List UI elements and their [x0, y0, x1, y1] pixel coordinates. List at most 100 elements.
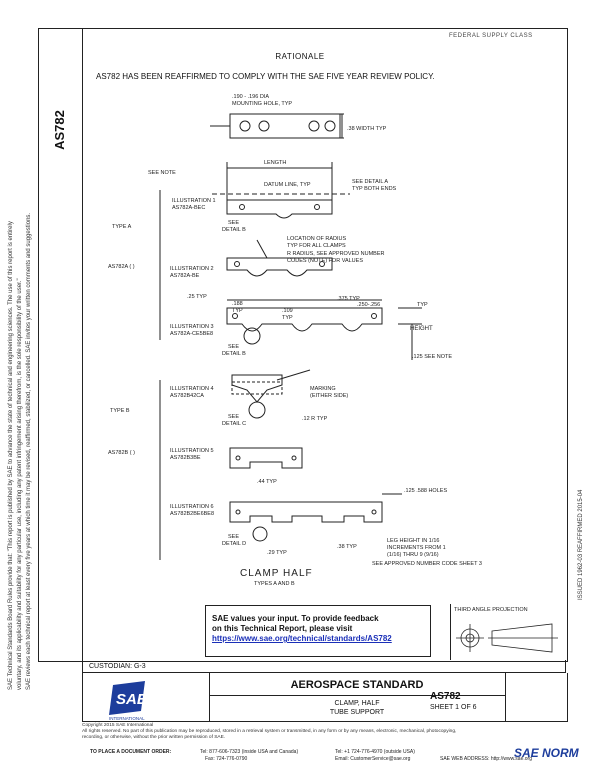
- rationale-heading: RATIONALE: [275, 52, 325, 61]
- logo-subtext: INTERNATIONAL: [109, 716, 145, 721]
- marking-label: MARKING: [310, 386, 336, 392]
- as782b-label: AS782B ( ): [108, 450, 135, 456]
- illustration-4-code: AS782B42CA: [170, 393, 204, 399]
- drawing-frame: [82, 28, 568, 662]
- see-label-c: SEE: [228, 414, 239, 420]
- third-angle-projection-icon: [456, 623, 558, 653]
- sae-logo-icon: SAE INTERNATIONAL: [109, 681, 148, 721]
- title-line-1: CLAMP, HALF: [334, 700, 380, 707]
- detail-d-label: DETAIL D: [222, 541, 246, 547]
- engineering-drawing: .190 - .196 DIA MOUNTING HOLE, TYP .38 W…: [108, 94, 482, 587]
- dim-125-note-label: .125 SEE NOTE: [412, 354, 452, 360]
- dim-125-holes-label: .125 .588 HOLES: [404, 488, 447, 494]
- types-a-b-label: TYPES A AND B: [254, 581, 295, 587]
- typ-label-1: TYP: [232, 308, 243, 314]
- clamp-half-title: CLAMP HALF: [240, 568, 313, 579]
- type-a-label: TYPE A: [112, 224, 132, 230]
- feedback-link[interactable]: https://www.sae.org/technical/standards/…: [212, 634, 392, 643]
- as782a-label: AS782A ( ): [108, 264, 135, 270]
- dim-dia-label: .190 - .196 DIA: [232, 94, 269, 100]
- r-radius-label: R RADIUS, SEE APPROVED NUMBER: [287, 251, 385, 257]
- dim-375-label: .375 TYP: [337, 296, 360, 302]
- dim-44-label: .44 TYP: [257, 479, 277, 485]
- dim-38-label: .38 TYP: [337, 544, 357, 550]
- height-label: HEIGHT: [410, 326, 433, 332]
- illustration-3-code: AS782A-CE5BE8: [170, 331, 213, 337]
- radius-12-label: .12 R TYP: [302, 416, 328, 422]
- logo-text: SAE: [116, 691, 148, 708]
- custodian-row: CUSTODIAN: G-3: [82, 660, 566, 673]
- feedback-box: SAE values your input. To provide feedba…: [205, 605, 431, 657]
- loc-radius-label: LOCATION OF RADIUS: [287, 236, 347, 242]
- codes-label: CODES (NOTE) FOR VALUES: [287, 258, 363, 264]
- illustration-6-label: ILLUSTRATION 6: [170, 504, 214, 510]
- projection-title: THIRD ANGLE PROJECTION: [454, 607, 528, 613]
- typ-both-ends-label: TYP BOTH ENDS: [352, 186, 397, 192]
- left-margin-column: [38, 28, 83, 662]
- side-document-number: AS782: [52, 110, 67, 150]
- dim-188-label: .188: [232, 301, 243, 307]
- title-line-2: TUBE SUPPORT: [329, 709, 385, 716]
- federal-supply-class-tag: FEDERAL SUPPLY CLASS: [449, 33, 533, 39]
- email-line[interactable]: Email: CustomerService@sae.org: [335, 756, 411, 762]
- width-label: .38 WIDTH TYP: [347, 126, 387, 132]
- illustration-3-label: ILLUSTRATION 3: [170, 324, 214, 330]
- illustration-1-code: AS782A-BEC: [172, 205, 205, 211]
- leg-height-line-4: SEE APPROVED NUMBER CODE SHEET 3: [372, 561, 482, 567]
- title-middle-cell: AEROSPACE STANDARD CLAMP, HALF TUBE SUPP…: [209, 673, 506, 721]
- copyright-block: Copyright 2015 SAE International All rig…: [82, 723, 582, 741]
- illustration-6-code: AS782B2BE6BE8: [170, 511, 214, 517]
- feedback-line-2: on this Technical Report, please visit: [212, 624, 353, 633]
- either-side-label: (EITHER SIDE): [310, 393, 348, 399]
- order-label: TO PLACE A DOCUMENT ORDER:: [90, 749, 172, 755]
- illustration-5-label: ILLUSTRATION 5: [170, 448, 214, 454]
- rights-line-2: recording, or otherwise, without the pri…: [82, 735, 226, 740]
- title-divider: [209, 695, 505, 696]
- illustration-5-code: AS782B3BE: [170, 455, 201, 461]
- typ-label-3: TYP: [417, 302, 428, 308]
- fax-line: Fax: 724-776-0790: [205, 756, 248, 762]
- leg-height-line-1: LEG HEIGHT IN 1/16: [387, 538, 439, 544]
- sheet-number: SHEET 1 OF 6: [430, 704, 477, 711]
- feedback-line-1: SAE values your input. To provide feedba…: [212, 614, 379, 623]
- sae-logo-cell: SAE INTERNATIONAL: [83, 673, 210, 721]
- detail-b2-label: DETAIL B: [222, 351, 246, 357]
- detail-b-label: DETAIL B: [222, 227, 246, 233]
- tel-inside: Tel: 877-606-7323 (inside USA and Canada…: [200, 749, 299, 755]
- see-detail-a-label: SEE DETAIL A: [352, 179, 388, 185]
- typ-label-2: TYP: [282, 315, 293, 321]
- type-b-label: TYPE B: [110, 408, 130, 414]
- leg-height-line-2: INCREMENTS FROM 1: [387, 545, 446, 551]
- title-block: SAE INTERNATIONAL AEROSPACE STANDARD CLA…: [82, 673, 568, 722]
- illustration-1-label: ILLUSTRATION 1: [172, 198, 216, 204]
- see-label-b: SEE: [228, 220, 239, 226]
- dim-29-label: .29 TYP: [267, 550, 287, 556]
- dim-109-label: .109: [282, 308, 293, 314]
- leg-height-line-3: (1/16) THRU 9 (9/16): [387, 552, 439, 558]
- typ-all-clamps-label: TYP FOR ALL CLAMPS: [287, 243, 346, 249]
- mount-hole-label: MOUNTING HOLE, TYP: [232, 101, 292, 107]
- standard-type: AEROSPACE STANDARD: [290, 679, 424, 691]
- brand-watermark: SAE NORM: [514, 746, 579, 760]
- rationale-text: AS782 HAS BEEN REAFFIRMED TO COMPLY WITH…: [96, 72, 435, 81]
- see-label-d: SEE: [228, 534, 239, 540]
- illustration-2-code: AS782A-BE: [170, 273, 200, 279]
- illustration-4-label: ILLUSTRATION 4: [170, 386, 214, 392]
- dim-25-label: .25 TYP: [187, 294, 207, 300]
- tel-outside: Tel: +1 724-776-4970 (outside USA): [335, 749, 415, 755]
- dim-250-label: .250-.256: [357, 302, 380, 308]
- side-note-line-3: SAE reviews each technical report at lea…: [26, 212, 32, 690]
- document-number: AS782: [430, 691, 461, 702]
- projection-box: [450, 604, 567, 660]
- side-note-line-1: SAE Technical Standards Board Rules prov…: [8, 221, 14, 690]
- rights-line-1: All rights reserved. No part of this pub…: [82, 729, 457, 734]
- issue-vertical-text: ISSUED 1962-03 REAFFIRMED 2015-04: [578, 489, 584, 600]
- web-address[interactable]: SAE WEB ADDRESS: http://www.sae.org: [440, 756, 532, 762]
- see-note-label: SEE NOTE: [148, 170, 176, 176]
- see-label-b2: SEE: [228, 344, 239, 350]
- side-note-line-2: voluntary, and its applicability and sui…: [17, 278, 23, 690]
- copyright-line: Copyright 2015 SAE International: [82, 723, 154, 728]
- detail-c-label: DETAIL C: [222, 421, 246, 427]
- length-label: LENGTH: [264, 160, 286, 166]
- datum-line-label: DATUM LINE, TYP: [264, 182, 311, 188]
